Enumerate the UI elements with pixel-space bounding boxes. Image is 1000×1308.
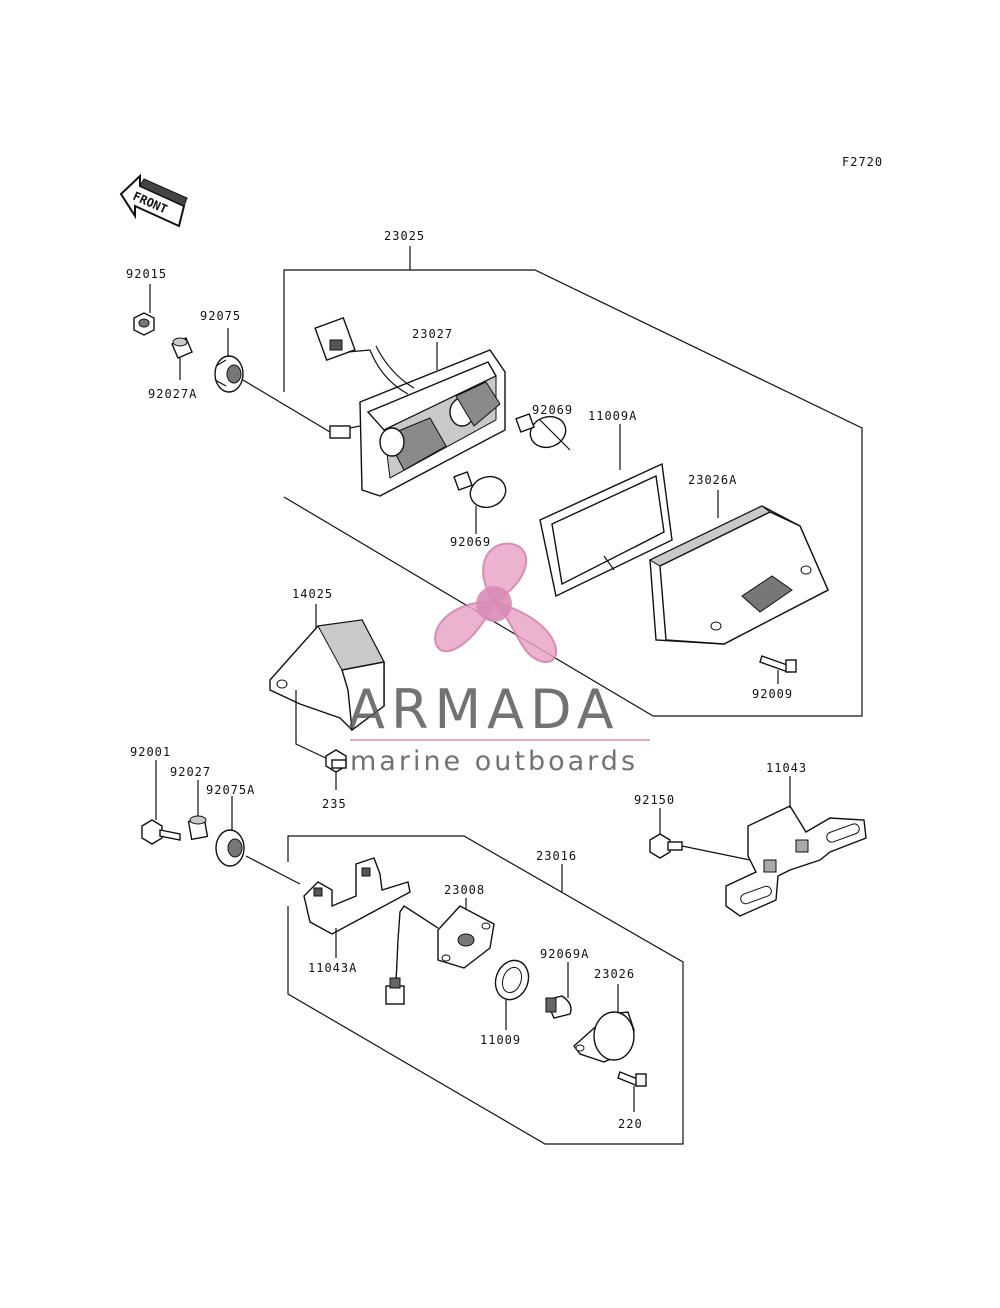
bulb-92069-bottom: [453, 471, 507, 509]
watermark-brand: ARMADA: [348, 678, 620, 741]
label-11043: 11043: [766, 761, 807, 775]
lens-23026: [573, 1011, 635, 1063]
nut-92015: [133, 312, 155, 336]
tail-lamp-housing-23027: [314, 316, 506, 497]
label-23026A: 23026A: [688, 473, 737, 487]
label-92001: 92001: [130, 745, 171, 759]
label-235: 235: [322, 797, 347, 811]
wire-harness: [385, 905, 439, 1005]
label-23027: 23027: [412, 327, 453, 341]
socket-23008: [437, 905, 495, 969]
label-92069A: 92069A: [540, 947, 589, 961]
label-220: 220: [618, 1117, 643, 1131]
label-92075: 92075: [200, 309, 241, 323]
label-92027: 92027: [170, 765, 211, 779]
bolt-92150: [649, 833, 683, 859]
label-11009A: 11009A: [588, 409, 637, 423]
label-23016: 23016: [536, 849, 577, 863]
lens-23026A: [648, 505, 829, 645]
label-11043A: 11043A: [308, 961, 357, 975]
assembly-line-92075: [242, 379, 331, 433]
grommet-92075A: [215, 829, 245, 867]
gasket-11009: [494, 959, 530, 1001]
label-92009: 92009: [752, 687, 793, 701]
label-92075A: 92075A: [206, 783, 255, 797]
label-92015: 92015: [126, 267, 167, 281]
label-92027A: 92027A: [148, 387, 197, 401]
collar-92027A: [171, 337, 193, 359]
assembly-line-92075A: [245, 855, 301, 885]
watermark: ARMADA marine outboards: [348, 542, 650, 777]
screw-235: [325, 749, 347, 773]
label-23008: 23008: [444, 883, 485, 897]
grommet-92075: [214, 355, 244, 393]
bolt-92001: [141, 819, 181, 845]
group-outline-23016: [287, 835, 684, 1145]
figure-code: F2720: [842, 155, 883, 169]
front-arrow-icon: FRONT: [119, 173, 188, 228]
cover-14025: [269, 619, 385, 732]
bulb-92069A: [545, 995, 572, 1019]
group-outline-23025: [283, 269, 863, 717]
screw-220: [617, 1071, 647, 1087]
bracket-11043: [725, 805, 867, 917]
assembly-line-14025: [295, 690, 331, 761]
assembly-line-92150: [681, 845, 751, 861]
screw-92009: [759, 655, 797, 673]
label-92069-bottom: 92069: [450, 535, 491, 549]
watermark-tagline: marine outboards: [350, 746, 638, 777]
collar-92027: [187, 815, 209, 841]
label-23026: 23026: [594, 967, 635, 981]
propeller-logo-icon: [434, 542, 558, 664]
label-92150: 92150: [634, 793, 675, 807]
label-92069-top: 92069: [532, 403, 573, 417]
leader-92069-top: [539, 419, 571, 451]
bulb-92069-top: [515, 413, 567, 449]
label-11009: 11009: [480, 1033, 521, 1047]
bracket-11043A: [303, 857, 411, 935]
gasket-11009A: [539, 462, 673, 598]
label-14025: 14025: [292, 587, 333, 601]
label-23025: 23025: [384, 229, 425, 243]
